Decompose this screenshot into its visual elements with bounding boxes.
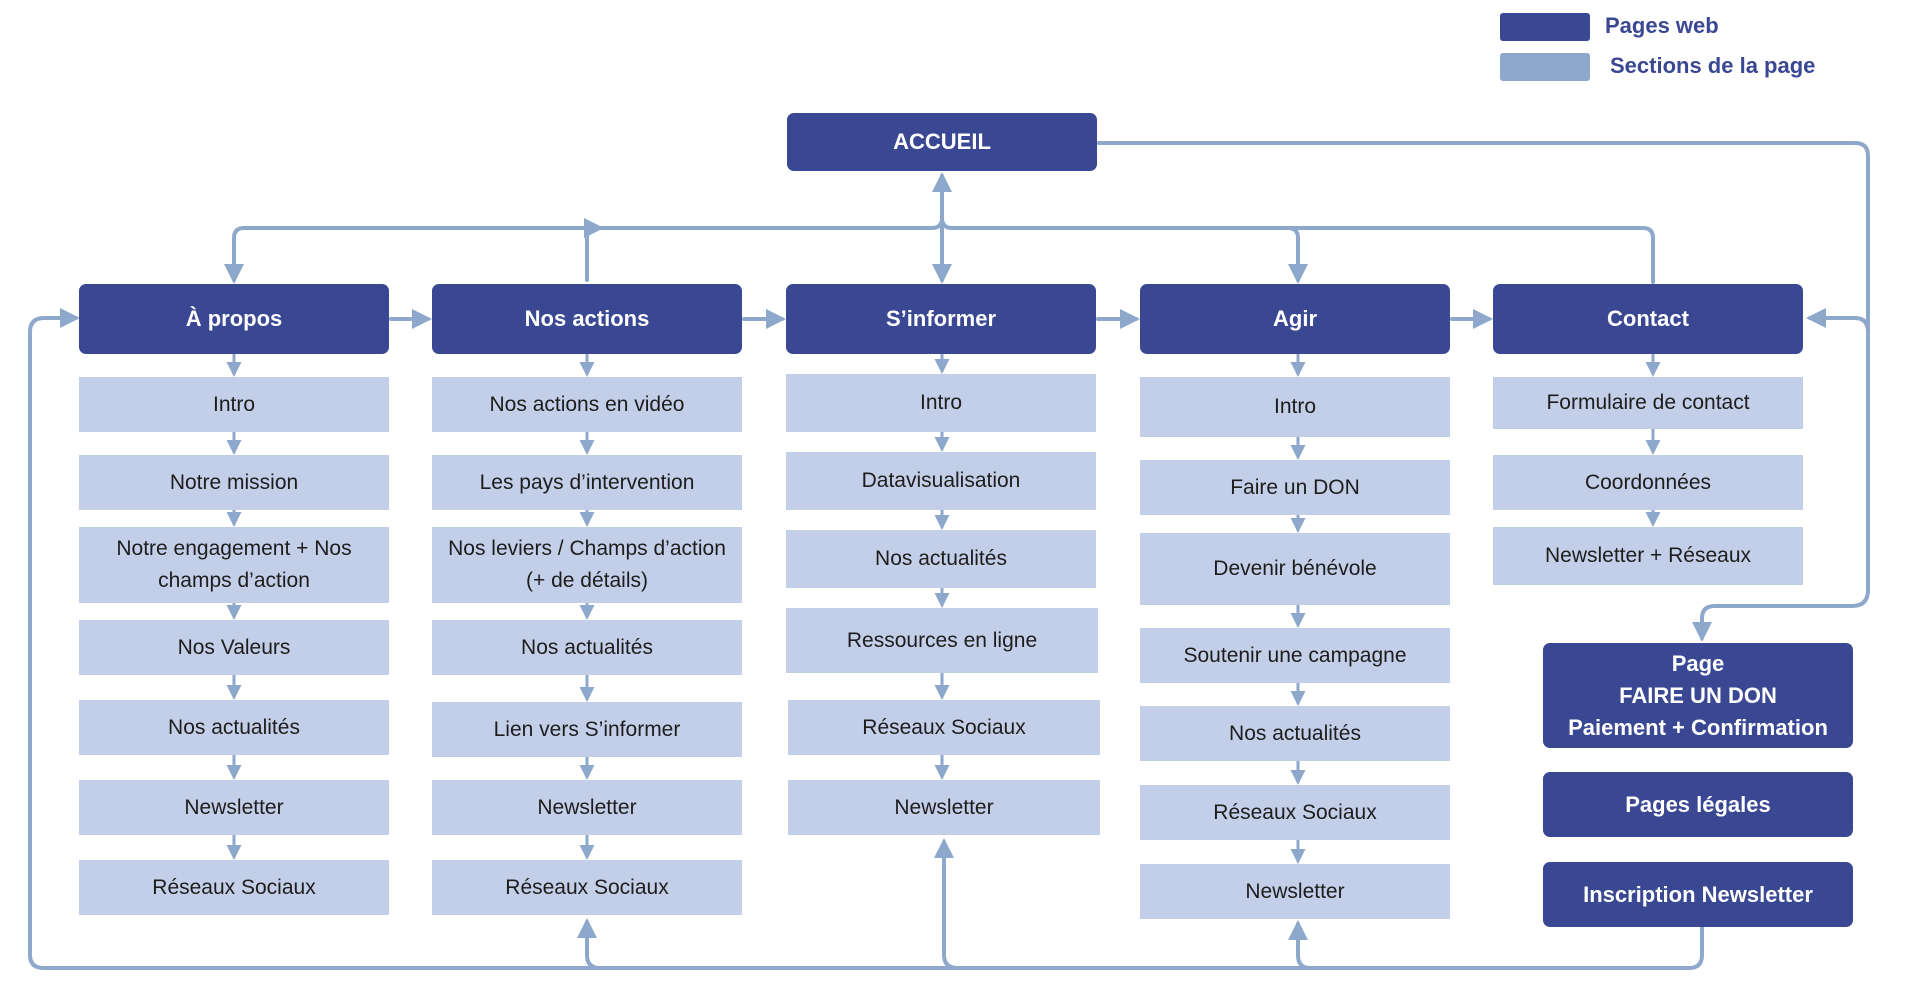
legend-pages-swatch (1500, 13, 1590, 41)
connector-rail-faire-un-don (1692, 328, 1870, 642)
section-datavisualisation: Datavisualisation (786, 452, 1096, 510)
page-agir[interactable]: Agir (1140, 284, 1450, 354)
section-newsletter: Newsletter (788, 780, 1100, 835)
page-accueil[interactable]: ACCUEIL (787, 113, 1097, 171)
section-nos-actualites: Nos actualités (79, 700, 389, 755)
section-reseaux-sociaux: Réseaux Sociaux (79, 860, 389, 915)
section-pays-intervention: Les pays d’intervention (432, 455, 742, 510)
section-intro: Intro (79, 377, 389, 432)
page-a-propos[interactable]: À propos (79, 284, 389, 354)
section-intro: Intro (786, 374, 1096, 432)
section-nos-leviers: Nos leviers / Champs d’action (+ de déta… (432, 527, 742, 603)
section-intro: Intro (1140, 377, 1450, 437)
section-ressources-en-ligne: Ressources en ligne (786, 608, 1098, 673)
connector-contact-home (950, 226, 1655, 284)
page-pages-legales[interactable]: Pages légales (1543, 772, 1853, 837)
section-nos-valeurs: Nos Valeurs (79, 620, 389, 675)
section-soutenir-campagne: Soutenir une campagne (1140, 628, 1450, 683)
section-newsletter-reseaux: Newsletter + Réseaux (1493, 527, 1803, 585)
section-faire-un-don: Faire un DON (1140, 460, 1450, 515)
legend-pages-label: Pages web (1605, 13, 1719, 38)
connector-home-nos-actions (584, 218, 604, 282)
connector-loop-nos-actions (577, 918, 602, 970)
page-sinformer[interactable]: S’informer (786, 284, 1096, 354)
faire-un-don-line-2: FAIRE UN DON (1619, 682, 1777, 708)
section-newsletter: Newsletter (79, 780, 389, 835)
section-notre-engagement: Notre engagement + Nos champs d’action (79, 527, 389, 603)
section-newsletter: Newsletter (1140, 864, 1450, 919)
section-nos-actualites: Nos actualités (786, 530, 1096, 588)
section-reseaux-sociaux: Réseaux Sociaux (432, 860, 742, 915)
legend-sections-label: Sections de la page (1610, 53, 1816, 78)
section-nos-actualites: Nos actualités (1140, 706, 1450, 761)
faire-un-don-line-1: Page (1671, 650, 1725, 676)
connector-accueil-contact (1097, 141, 1870, 334)
connector-loop-sinformer (934, 838, 960, 970)
page-inscription-newsletter[interactable]: Inscription Newsletter (1543, 862, 1853, 927)
section-devenir-benevole: Devenir bénévole (1140, 533, 1450, 605)
page-faire-un-don[interactable]: Page FAIRE UN DON Paiement + Confirmatio… (1543, 643, 1853, 748)
section-nos-actualites: Nos actualités (432, 620, 742, 675)
page-nos-actions[interactable]: Nos actions (432, 284, 742, 354)
faire-un-don-line-3: Paiement + Confirmation (1568, 714, 1828, 740)
section-newsletter: Newsletter (432, 780, 742, 835)
section-lien-sinformer: Lien vers S’informer (432, 702, 742, 757)
section-nos-actions-en-video: Nos actions en vidéo (432, 377, 742, 432)
legend-sections-swatch (1500, 53, 1590, 81)
section-reseaux-sociaux: Réseaux Sociaux (788, 700, 1100, 755)
connector-loop-agir (1288, 920, 1312, 970)
page-contact[interactable]: Contact (1493, 284, 1803, 354)
section-coordonnees: Coordonnées (1493, 455, 1803, 510)
connector-bottom-loop-a-propos (28, 308, 1704, 970)
section-reseaux-sociaux: Réseaux Sociaux (1140, 785, 1450, 840)
section-notre-mission: Notre mission (79, 455, 389, 510)
section-formulaire-contact: Formulaire de contact (1493, 377, 1803, 429)
